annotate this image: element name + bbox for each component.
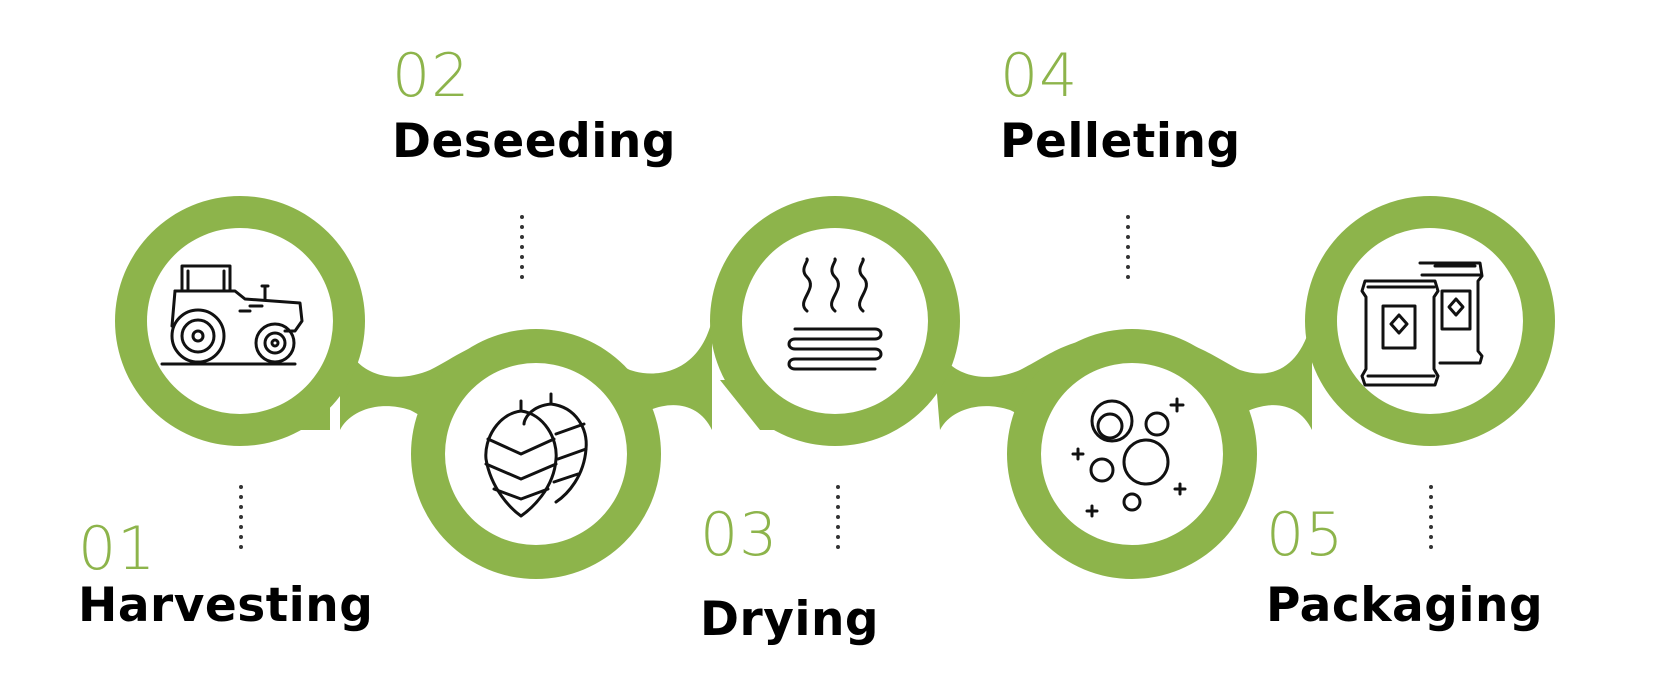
steam-heat-icon bbox=[787, 257, 883, 371]
hop-cones-icon bbox=[484, 392, 588, 518]
step-number-2: 02 bbox=[392, 41, 471, 111]
step-title-5: Packaging bbox=[1266, 578, 1544, 633]
step-circle-2 bbox=[411, 329, 661, 579]
tractor-icon bbox=[160, 264, 304, 366]
step-title-2: Deseeding bbox=[392, 114, 676, 169]
step-circle-1 bbox=[115, 196, 365, 446]
step-number-1: 01 bbox=[78, 514, 157, 584]
step-number-3: 03 bbox=[700, 500, 779, 570]
bubbles-icon bbox=[1071, 397, 1187, 518]
packaged-bags-icon bbox=[1360, 261, 1484, 387]
step-title-3: Drying bbox=[700, 592, 880, 647]
dotted-leaders bbox=[239, 215, 1433, 550]
step-circle-4 bbox=[1007, 329, 1257, 579]
step-number-5: 05 bbox=[1266, 500, 1345, 570]
step-number-4: 04 bbox=[1000, 41, 1079, 111]
step-title-1: Harvesting bbox=[78, 578, 374, 633]
step-title-4: Pelleting bbox=[1000, 114, 1241, 169]
step-circle-3 bbox=[710, 196, 960, 446]
step-circle-5 bbox=[1305, 196, 1555, 446]
